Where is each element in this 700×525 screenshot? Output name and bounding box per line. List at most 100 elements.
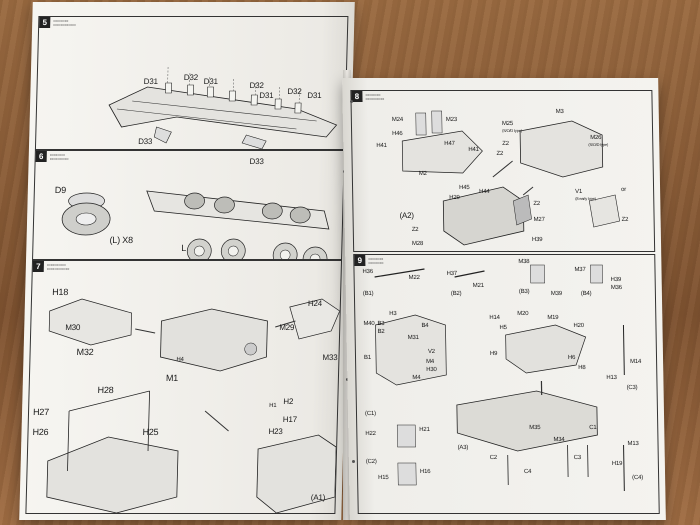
step-5-label-4: D32 xyxy=(249,81,264,90)
step-9-label-51: (C4) xyxy=(632,475,644,481)
step-7-label-h1: H1 xyxy=(269,403,277,409)
step-7-label-m29: M29 xyxy=(279,323,295,332)
step-9-label-48: (C3) xyxy=(626,385,638,391)
step-7-label-h2: H2 xyxy=(283,397,294,406)
step-8-label-h41-right: H41 xyxy=(468,147,479,153)
step-8-label-h39: H39 xyxy=(531,237,543,243)
step-9-label-30: H9 xyxy=(489,351,498,357)
step-9-label-7: M38 xyxy=(518,259,530,265)
step-7-label-h23: H23 xyxy=(268,427,283,436)
step-9-label-22: M20 xyxy=(517,311,529,317)
step-8-label-m26-type: (S/O/D type) xyxy=(588,142,609,147)
step-9-label-1: H36 xyxy=(362,269,374,275)
step-7-label-m30: M30 xyxy=(65,323,81,332)
step-8-body-illustration xyxy=(401,110,620,246)
step-8-label-m3: M3 xyxy=(555,109,564,115)
step-7-label-m1: M1 xyxy=(165,373,179,383)
step-9-label-18: H3 xyxy=(389,311,397,317)
step-9-label-33: M14 xyxy=(630,359,642,365)
step-5-label-3: D31 xyxy=(203,77,218,86)
step-8-label-m25: M25 xyxy=(501,121,514,127)
step-5-panel: 5 ▭▭▭▭▭▭▭▭▭▭ D31 D32 D31 D32 D31 D32 D31 xyxy=(34,16,349,166)
step-9-label-10: M37 xyxy=(574,267,586,273)
step-9-label-47: H13 xyxy=(606,375,617,381)
step-9-interior-illustration xyxy=(374,264,625,491)
step-9-label-37: (C2) xyxy=(365,459,377,465)
step-9-label-13: (B4) xyxy=(580,291,592,297)
step-9-label-16: B2 xyxy=(377,329,385,335)
step-5-label-6: D32 xyxy=(287,87,302,96)
staple-right-top xyxy=(350,100,353,103)
step-9-label-29: M4 xyxy=(412,375,421,381)
step-8-label-h47: H47 xyxy=(444,141,455,147)
left-instruction-page: 5 ▭▭▭▭▭▭▭▭▭▭ D31 D32 D31 D32 D31 D32 D31 xyxy=(19,2,355,520)
step-7-panel: 7 ▭▭▭▭▭▭▭▭▭▭▭ H18 M30 M32 H24 M29 M33 H4… xyxy=(25,260,343,514)
step-9-label-25: B1 xyxy=(363,355,372,361)
step-9-panel: 9 ▭▭▭▭▭▭▭▭ H36 M22 (B1) H37 M21 (B2) M38… xyxy=(353,254,660,514)
step-9-label-6: (B2) xyxy=(450,291,462,297)
step-9-label-4: H37 xyxy=(446,271,458,277)
step-8-label-a2: (A2) xyxy=(399,211,414,220)
step-8-panel: 8 ▭▭▭▭▭▭▭▭▭ M24 M23 H46 H47 H41 H41 M2 M… xyxy=(350,90,656,252)
step-9-label-50: H19 xyxy=(611,461,623,467)
step-5-label-7: D31 xyxy=(307,91,322,100)
step-9-label-43: C3 xyxy=(573,455,582,461)
step-6-label-d9: D9 xyxy=(54,185,67,195)
step-8-label-m25-type: (S/O/D type) xyxy=(502,128,522,133)
step-8-label-z2-e: Z2 xyxy=(621,217,629,223)
step-7-label-h4: H4 xyxy=(176,357,184,363)
step-8-label-v1: V1 xyxy=(575,189,583,195)
step-9-label-5: M21 xyxy=(472,283,484,289)
step-7-label-h25: H25 xyxy=(142,427,159,437)
step-9-label-39: H15 xyxy=(378,475,389,481)
step-8-label-m2: M2 xyxy=(418,171,427,177)
step-9-label-14: M40 xyxy=(363,321,375,327)
step-9-label-19: M31 xyxy=(407,335,419,341)
step-8-label-m27: M27 xyxy=(533,217,545,223)
step-8-label-z2-c: Z2 xyxy=(533,201,541,207)
step-9-label-9: M39 xyxy=(550,291,563,297)
step-5-chassis-illustration xyxy=(108,67,338,149)
step-6-label-tire-count: (L) X8 xyxy=(109,235,133,245)
step-9-label-31: H6 xyxy=(567,355,576,361)
step-8-label-z2-a: Z2 xyxy=(502,141,509,147)
staple-right-bottom xyxy=(352,460,355,463)
step-9-label-11: H39 xyxy=(610,277,622,283)
step-6-label-l: L xyxy=(181,243,187,253)
step-7-label-m32: M32 xyxy=(76,347,94,357)
step-9-label-41: C1 xyxy=(589,425,597,431)
step-7-label-h17: H17 xyxy=(282,415,298,424)
step-9-label-44: C2 xyxy=(489,455,498,461)
step-8-label-or: or xyxy=(621,187,627,193)
step-9-label-26: M4 xyxy=(426,359,435,365)
step-9-label-40: M35 xyxy=(529,425,541,431)
step-8-label-m28: M28 xyxy=(411,241,424,247)
step-8-label-z2-d: Z2 xyxy=(411,227,419,233)
step-7-label-h26: H26 xyxy=(32,427,49,437)
step-9-label-46: (A3) xyxy=(457,445,469,451)
step-7-label-a1: (A1) xyxy=(310,493,326,502)
step-7-label-h24: H24 xyxy=(307,299,323,308)
step-9-label-3: (B1) xyxy=(362,291,374,297)
step-9-label-32: H8 xyxy=(578,365,586,371)
step-8-label-m23: M23 xyxy=(445,117,458,123)
step-9-label-8: (B3) xyxy=(518,289,530,295)
step-9-label-36: H21 xyxy=(419,427,430,433)
step-9-label-20: H14 xyxy=(489,315,500,321)
step-9-label-49: M13 xyxy=(627,441,639,447)
step-8-label-h46: H46 xyxy=(392,131,403,137)
step-8-label-v1-type: (8 early type) xyxy=(575,196,596,201)
step-9-label-42: M34 xyxy=(553,437,565,443)
step-8-label-h41-left: H41 xyxy=(376,143,387,149)
step-9-label-2: M22 xyxy=(408,275,420,281)
step-9-label-28: H30 xyxy=(426,367,437,373)
step-8-label-h45: H45 xyxy=(459,185,470,191)
step-8-label-z2-b: Z2 xyxy=(496,151,504,157)
step-9-label-38: H16 xyxy=(419,469,431,475)
step-8-label-h44: H44 xyxy=(479,189,490,195)
step-7-label-h28: H28 xyxy=(97,385,114,395)
step-9-label-45: C4 xyxy=(523,469,532,475)
right-instruction-page: 8 ▭▭▭▭▭▭▭▭▭ M24 M23 H46 H47 H41 H41 M2 M… xyxy=(342,78,666,520)
step-9-label-15: B3 xyxy=(377,321,385,327)
step-8-label-m24: M24 xyxy=(391,117,404,123)
